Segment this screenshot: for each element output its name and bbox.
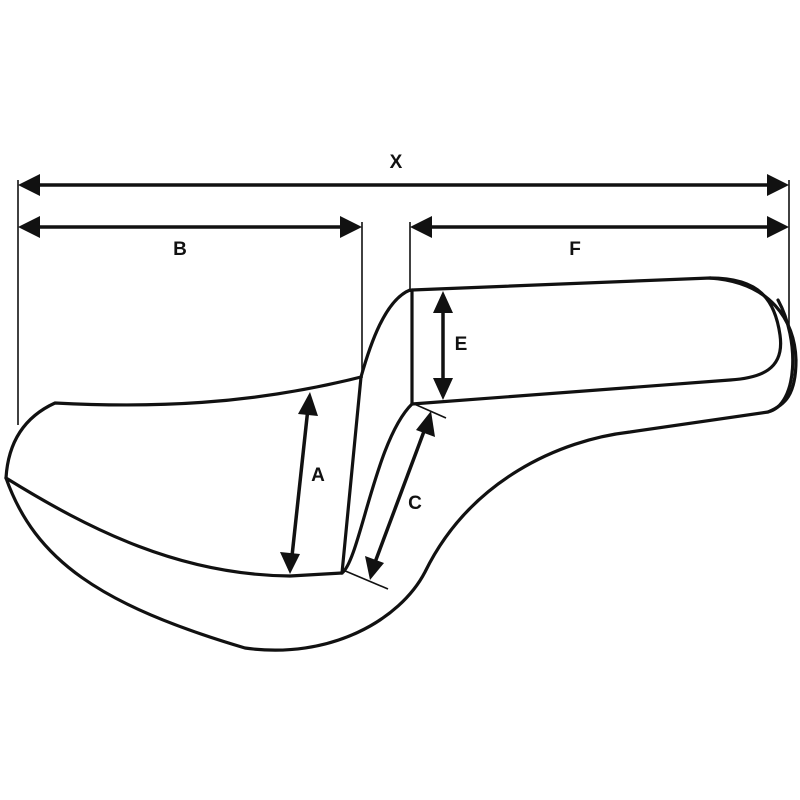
seat-outline (4, 276, 798, 652)
label-a: A (311, 465, 325, 486)
dimension-b: B (18, 216, 362, 260)
dimension-x: X (18, 152, 789, 196)
rider-seat-top (4, 375, 363, 480)
dimension-a: A (280, 392, 325, 574)
dimension-f: F (410, 216, 789, 260)
label-f: F (569, 239, 581, 260)
dimension-e: E (433, 291, 467, 400)
step-riser-front (340, 288, 412, 575)
label-e: E (455, 334, 468, 355)
label-c: C (408, 493, 422, 514)
label-b: B (173, 239, 187, 260)
seat-base (4, 298, 795, 652)
passenger-seat-pad (410, 276, 783, 406)
dimension-c: C (365, 411, 435, 580)
step-riser-inner (340, 402, 414, 575)
label-x: X (390, 152, 403, 173)
passenger-seat-side (708, 276, 798, 414)
rider-seat-front (4, 476, 344, 578)
extension-lines (17, 180, 790, 590)
